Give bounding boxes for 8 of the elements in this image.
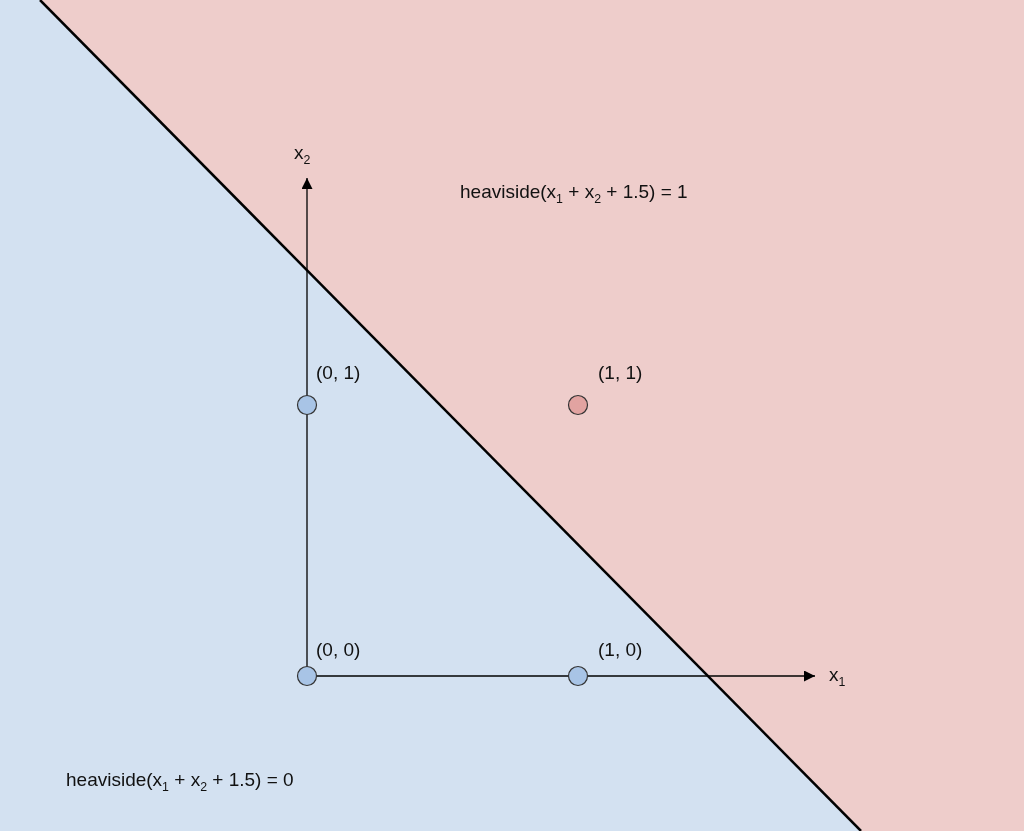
region-label: heaviside(x$_{1}$ + x$_{2}$ + 1.5) = 1 (460, 181, 688, 207)
coordinate-label: (1, 1) (598, 362, 643, 385)
coordinate-label: (0, 1) (316, 362, 361, 385)
coordinate-label: (1, 0) (598, 639, 643, 662)
coordinate-label: (0, 0) (316, 639, 361, 662)
region-label: heaviside(x$_{1}$ + x$_{2}$ + 1.5) = 0 (66, 769, 294, 795)
axis-label: x$_{2}$ (294, 142, 311, 168)
axis-label: x$_{1}$ (829, 664, 846, 690)
